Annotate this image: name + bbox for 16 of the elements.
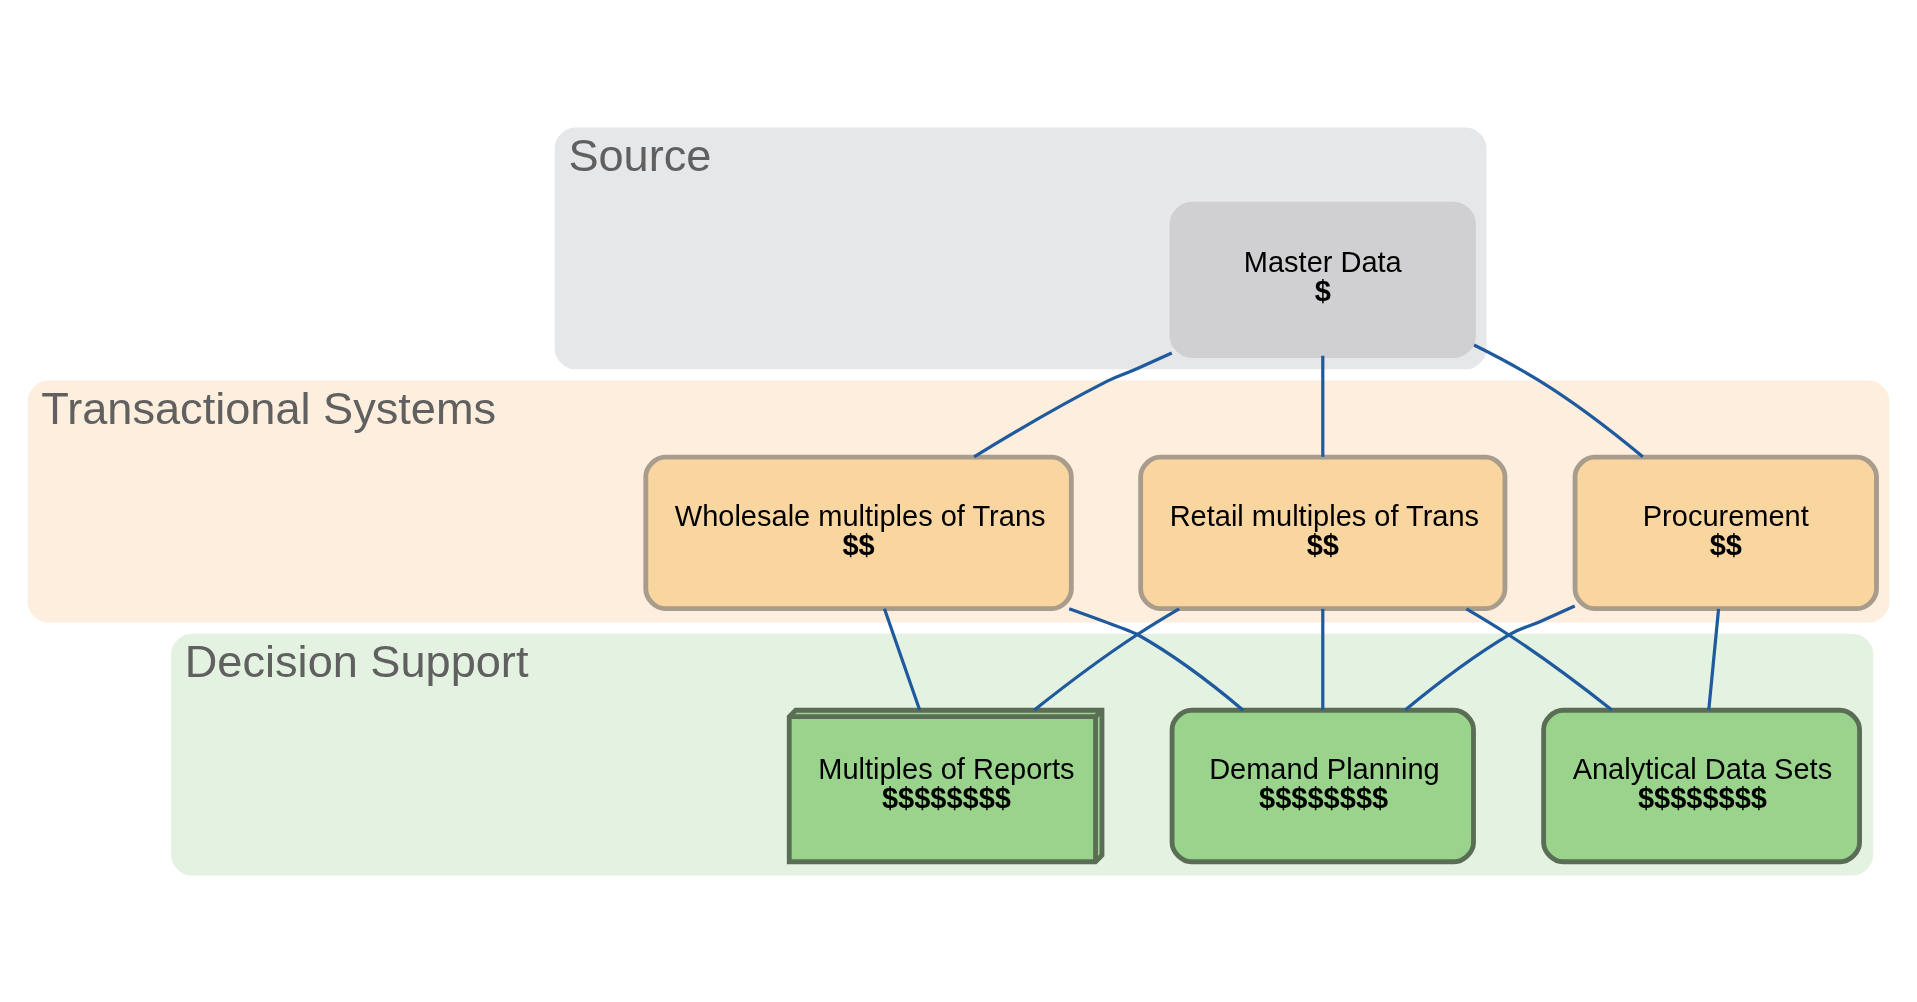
connector (1404, 604, 1576, 711)
connector (973, 351, 1173, 458)
connector (882, 607, 922, 710)
node-box: Master Data $ (1169, 201, 1476, 358)
node-box: Demand Planning $$$$$$$$ (1169, 707, 1476, 864)
node-box: Retail multiples of Trans $$ (1138, 454, 1508, 611)
connector (1033, 606, 1180, 711)
connector (1321, 608, 1325, 710)
node-box: Analytical Data Sets $$$$$$$$ (1541, 707, 1862, 864)
connector (1465, 606, 1613, 711)
node-box: Procurement $$ (1572, 454, 1879, 611)
node-box: Wholesale multiples of Trans $$ (643, 454, 1074, 611)
connector (1068, 606, 1245, 711)
connector (1473, 343, 1644, 458)
connector (1321, 355, 1325, 457)
connector (1707, 608, 1721, 710)
